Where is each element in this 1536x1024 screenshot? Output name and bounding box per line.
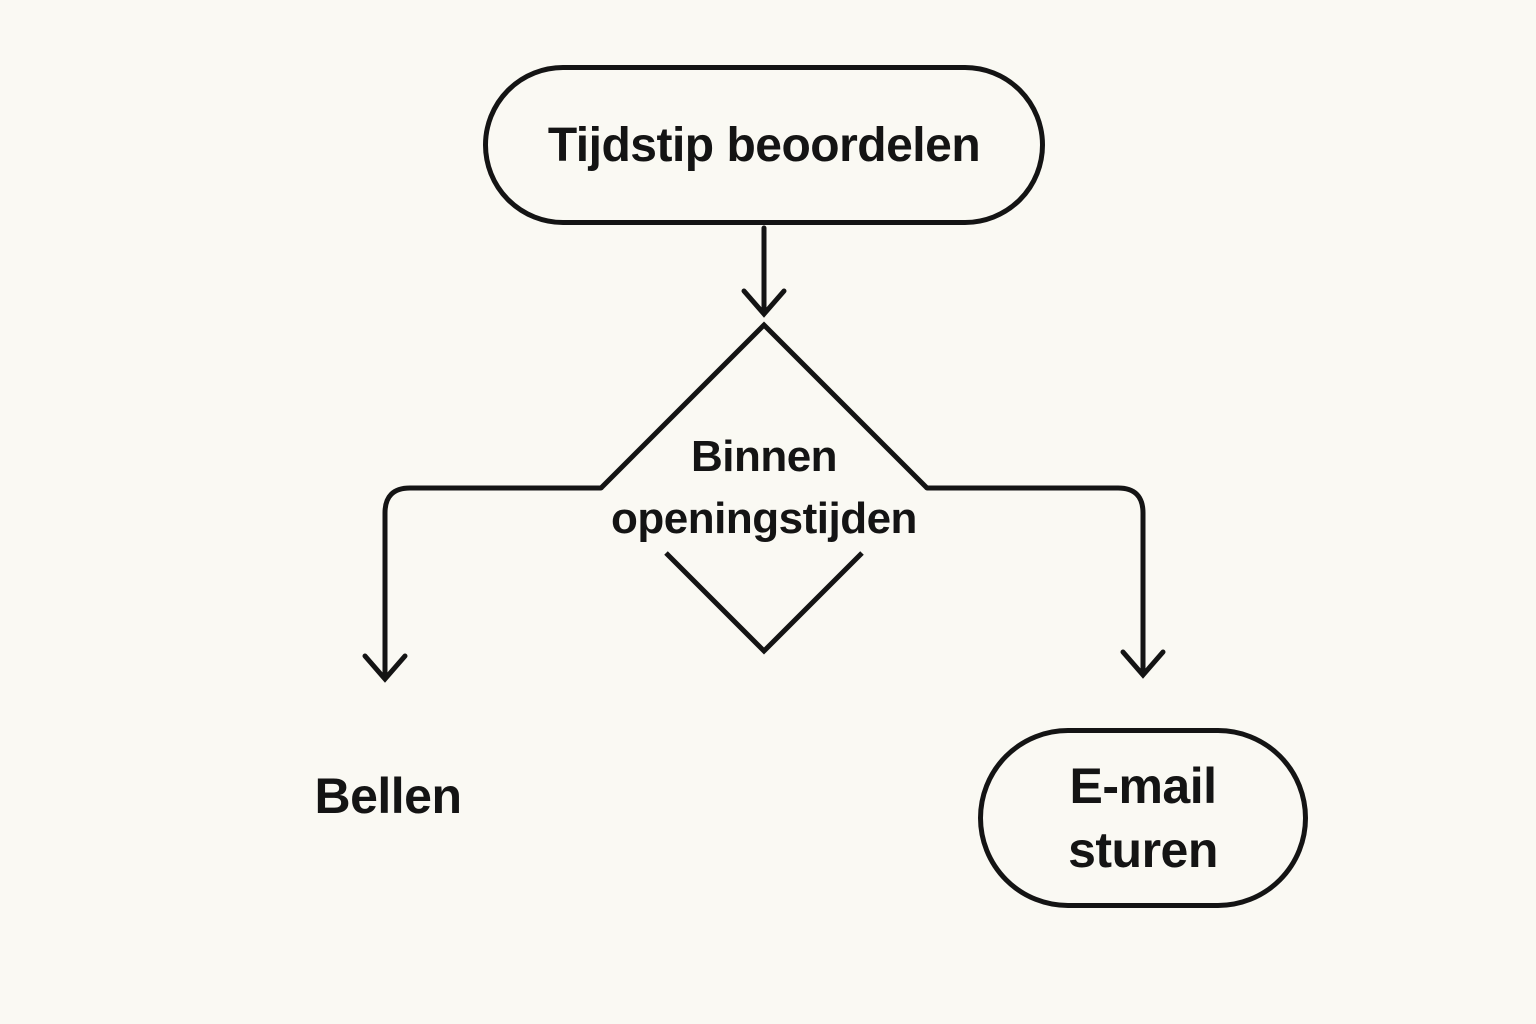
decision-diamond-bottom [664, 551, 864, 655]
decision-label-line-1: Binnen [690, 432, 838, 481]
connector-start-to-decision [741, 225, 787, 318]
email-node: E-mail sturen [978, 728, 1308, 908]
call-outcome-label: Bellen [238, 766, 538, 826]
start-node-label: Tijdstip beoordelen [547, 118, 981, 172]
decision-diamond-top [599, 321, 929, 490]
connector-decision-to-email [924, 485, 1166, 679]
call-outcome-text: Bellen [314, 768, 462, 824]
start-node: Tijdstip beoordelen [483, 65, 1045, 225]
email-node-label-line-2: sturen [1068, 822, 1218, 878]
decision-label-line-2: openingstijden [611, 494, 917, 543]
connector-decision-to-call [362, 485, 604, 683]
email-node-label-line-1: E-mail [1069, 758, 1217, 814]
decision-node-label: Binnen openingstijden [611, 426, 917, 550]
